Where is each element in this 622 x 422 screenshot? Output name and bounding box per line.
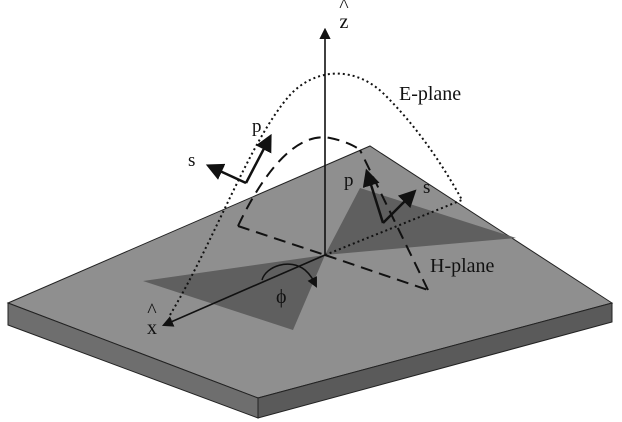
- p-label-right: p: [344, 170, 354, 191]
- h-plane-pattern-arc: [237, 136, 361, 227]
- z-axis-hat: ^: [339, 0, 349, 17]
- p-label-left: p: [252, 116, 262, 137]
- x-axis-hat: ^: [147, 300, 157, 322]
- phi-rotation-arc: [261, 263, 317, 288]
- h-plane-dashed-vertical: [359, 149, 429, 291]
- p-vector-left: [244, 133, 272, 184]
- phi-label: ϕ: [276, 286, 287, 308]
- s-label-right: s: [423, 177, 430, 198]
- s-label-left: s: [188, 150, 195, 171]
- h-plane-dashed-line-left: [237, 225, 326, 256]
- substrate-side-face: [257, 302, 613, 419]
- h-plane-label: H-plane: [430, 255, 495, 277]
- e-plane-label: E-plane: [399, 83, 461, 105]
- p-vector-right: [362, 168, 385, 224]
- e-plane-pattern-curve: [169, 72, 463, 316]
- bowtie-antenna-left-wing: [143, 255, 325, 330]
- z-axis-label: z: [340, 11, 349, 33]
- x-axis-label: x: [147, 317, 157, 339]
- s-vector-right: [382, 189, 417, 224]
- s-vector-left: [205, 163, 247, 185]
- bowtie-antenna-right-wing: [325, 188, 516, 255]
